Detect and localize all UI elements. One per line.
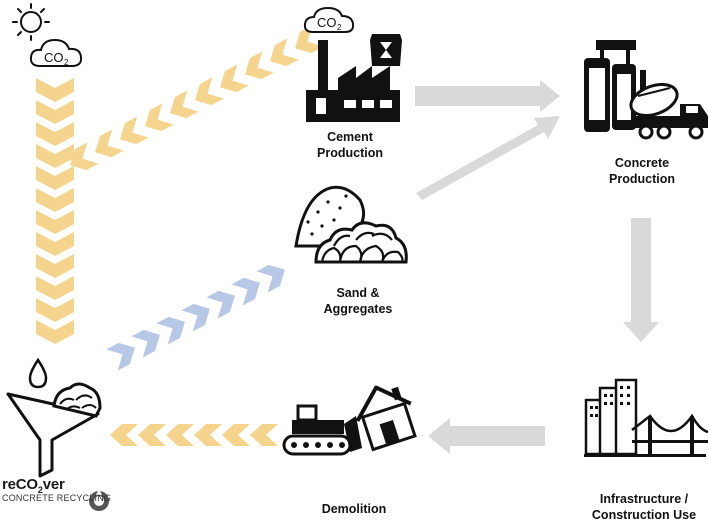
concrete-label-line1: Concrete (614, 156, 670, 170)
city-bridge-icon (584, 378, 709, 457)
cement-label-line1: Cement (327, 130, 373, 144)
concrete-plant-icon (584, 40, 646, 132)
brand-name-suffix: ver (42, 476, 65, 493)
concrete-to-infrastructure-arrow (623, 218, 659, 342)
brand-logo: reCO2ver CONCRETE RECYCLING (2, 476, 111, 503)
co2-down-flow-arrow (36, 78, 74, 344)
sand-aggregates-icon (294, 185, 408, 264)
demolition-label-text: Demolition (321, 502, 387, 516)
sun-icon (12, 3, 50, 41)
co2-cloud-icon: CO 2 (29, 38, 83, 67)
infra-label-line1: Infrastructure / (599, 492, 689, 506)
sand-label-line1: Sand & (336, 286, 380, 300)
cement-production-label: Cement Production (306, 129, 394, 161)
brand-name-prefix: reCO (2, 476, 38, 493)
cement-to-concrete-arrow (415, 80, 560, 112)
cement-co2-subscript: 2 (337, 23, 342, 32)
cement-label-line2: Production (317, 146, 383, 160)
concrete-label-line2: Production (609, 172, 675, 186)
aggregate-return-flow-arrow (106, 264, 285, 371)
demolition-label: Demolition (306, 501, 402, 517)
infra-label-line2: Construction Use (591, 508, 697, 522)
infrastructure-to-demolition-arrow (428, 418, 545, 454)
recycling-logo-icon (89, 489, 109, 511)
recycling-funnel-icon (6, 357, 102, 478)
sand-aggregates-label: Sand & Aggregates (312, 285, 404, 317)
aggregates-to-concrete-arrow (416, 116, 560, 200)
sand-label-line2: Aggregates (323, 302, 393, 316)
cement-bag-icon (370, 34, 402, 66)
mixer-truck-icon (629, 82, 708, 140)
demolition-to-recycling-flow-arrow (110, 424, 278, 446)
brand-name: reCO2ver (2, 476, 111, 495)
co2-uptake-flow-arrow (70, 25, 324, 171)
brand-name-sub: 2 (37, 485, 43, 495)
concrete-production-label: Concrete Production (594, 155, 690, 187)
brand-tagline: CONCRETE RECYCLING (2, 493, 112, 503)
cement-factory-icon: CO 2 (303, 6, 400, 122)
house-icon (355, 385, 417, 452)
co2-label: CO (44, 50, 64, 65)
cement-co2-label: CO (317, 15, 337, 30)
infrastructure-label: Infrastructure / Construction Use (580, 491, 708, 523)
co2-subscript: 2 (64, 58, 69, 67)
bulldozer-icon (282, 404, 362, 456)
